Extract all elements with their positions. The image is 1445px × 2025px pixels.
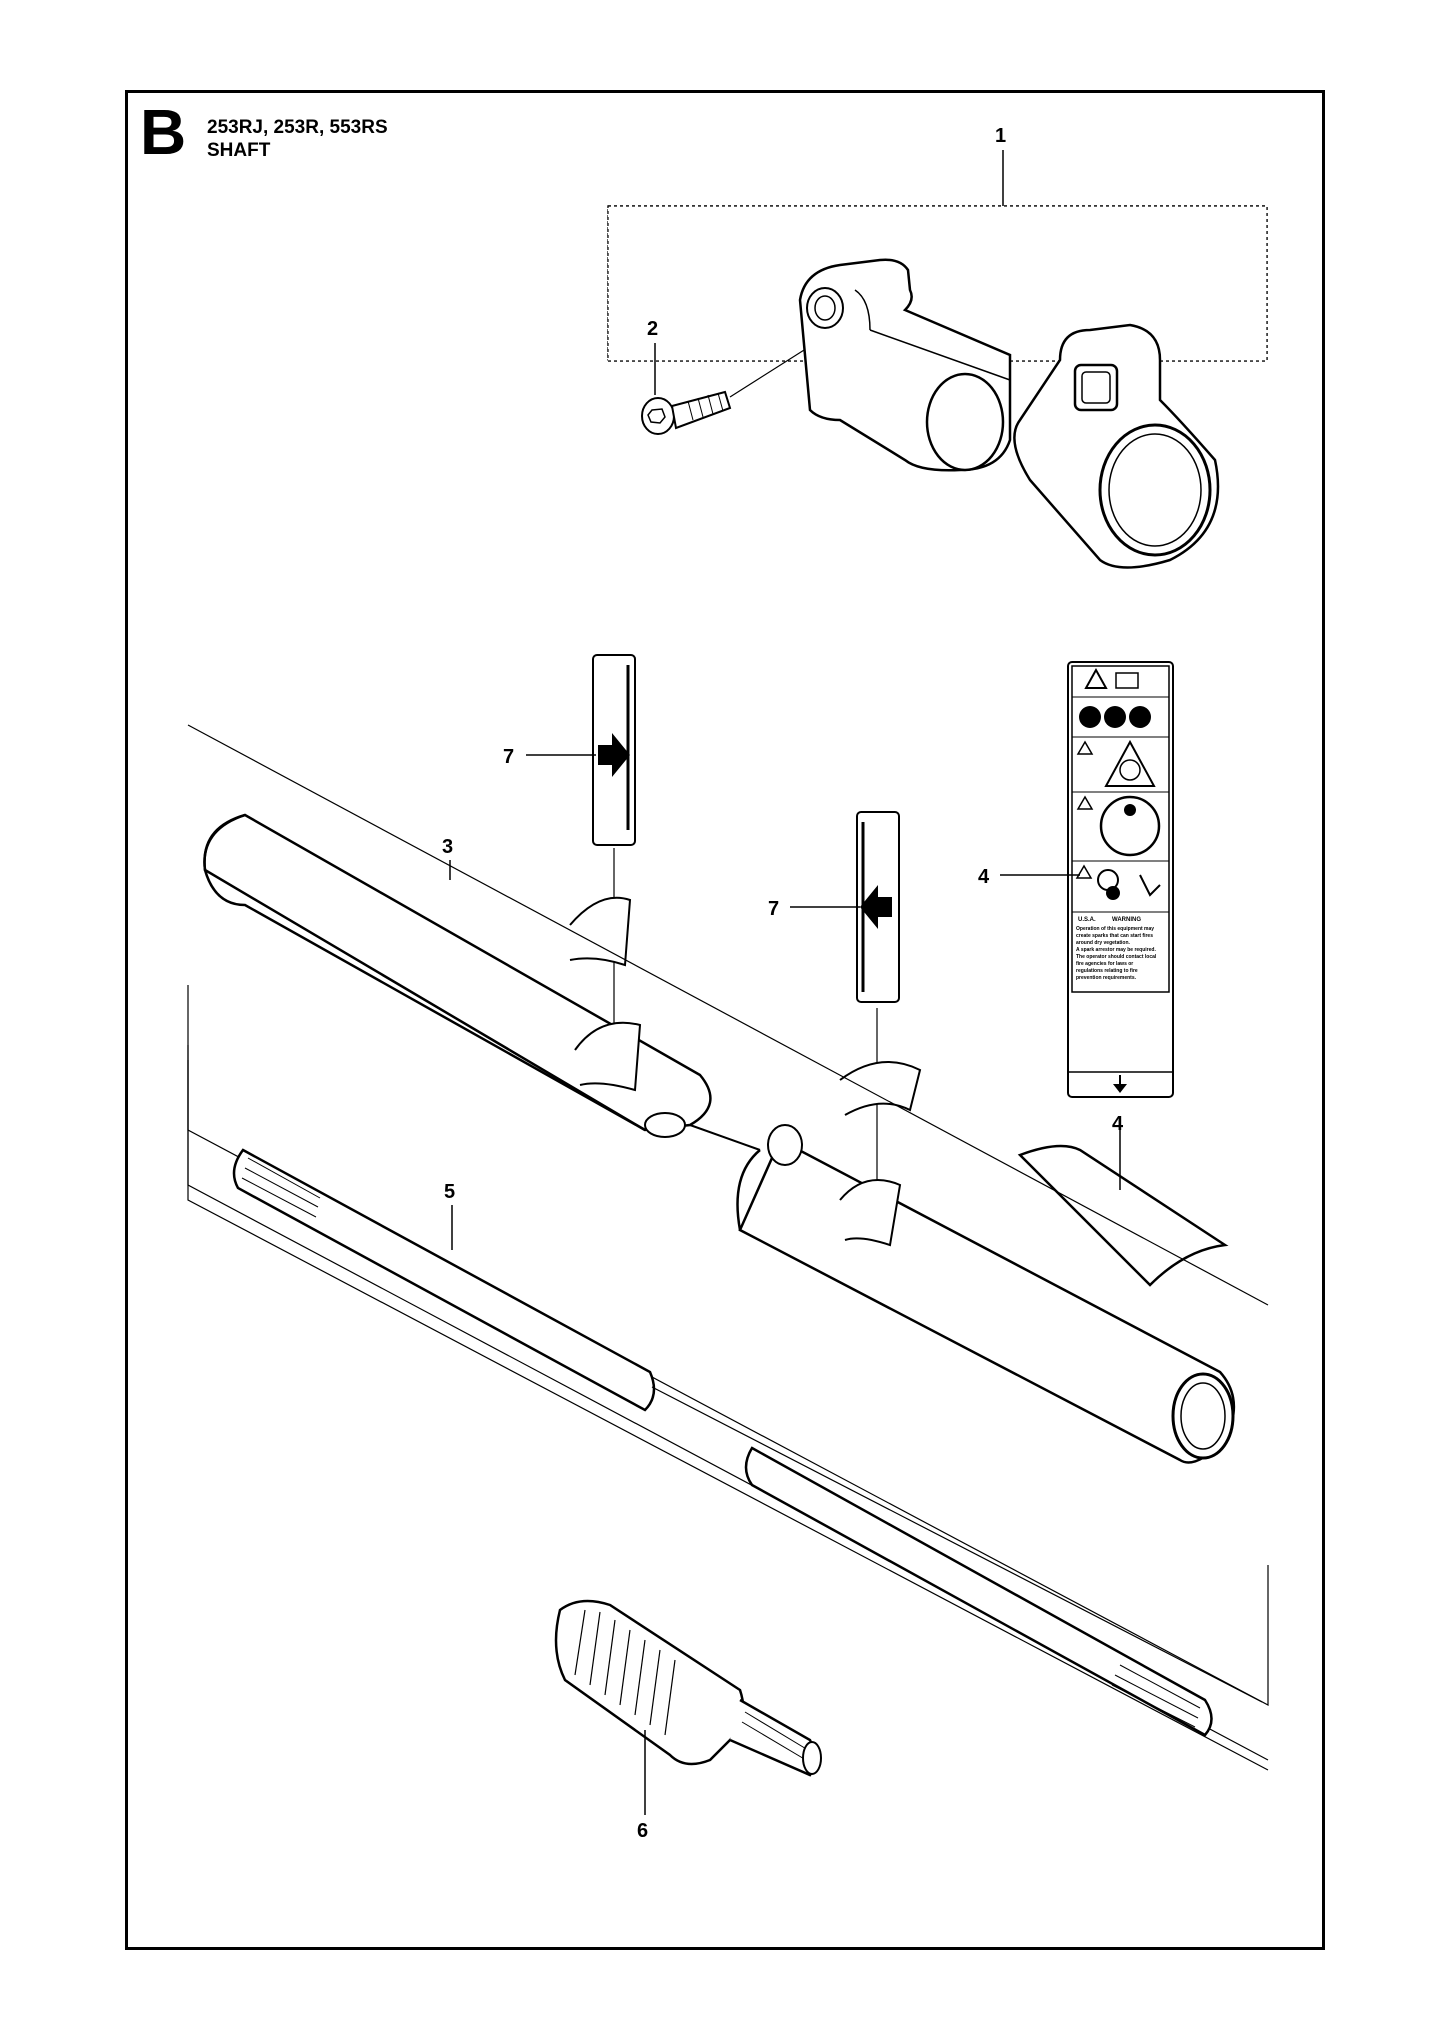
decal-line-5: The operator should contact local <box>1076 954 1157 960</box>
callout-6: 6 <box>637 1820 648 1842</box>
callout-7b: 7 <box>768 898 779 920</box>
decal-line-3: around dry vegetation. <box>1076 940 1131 946</box>
model-list: 253RJ, 253R, 553RS <box>207 117 388 138</box>
decal-arrow-left: 7 <box>768 811 900 1200</box>
screw-part: 2 <box>641 318 813 435</box>
section-title: SHAFT <box>207 140 271 161</box>
decal-line-4: A spark arrestor may be required. <box>1076 947 1156 953</box>
callout-1: 1 <box>995 125 1006 147</box>
decal-line-1: Operation of this equipment may <box>1076 926 1154 932</box>
decal-brand: U.S.A. <box>1078 917 1096 923</box>
assembly-outlines <box>187 724 1269 1771</box>
decal-line-6: fire agencies for laws or <box>1076 961 1133 967</box>
callout-4b: 4 <box>1112 1113 1124 1135</box>
decal-line-7: regulations relating to fire <box>1076 968 1138 974</box>
handle-half-b <box>1013 323 1220 569</box>
page-frame <box>125 90 1325 1950</box>
decal-warning-word: WARNING <box>1112 917 1141 923</box>
callout-5: 5 <box>444 1181 455 1203</box>
decal-wrap: 4 <box>1017 1113 1229 1287</box>
decal-arrow-right: 7 <box>503 654 636 1032</box>
decal-line-2: create sparks that can start fires <box>1076 933 1153 939</box>
warning-decal: U.S.A. WARNING Operation of this equipme… <box>978 661 1174 1098</box>
worm-gear: 6 <box>554 1599 822 1842</box>
decal-line-8: prevention requirements. <box>1076 975 1137 981</box>
handle-kit-border <box>607 205 1268 362</box>
callout-4a: 4 <box>978 866 990 888</box>
handle-half-a <box>798 258 1012 472</box>
callout-3: 3 <box>442 836 453 858</box>
callout-7a: 7 <box>503 746 514 768</box>
section-letter: B <box>140 96 187 168</box>
callout-2: 2 <box>647 318 658 340</box>
drive-shaft: 5 <box>232 1148 1263 1737</box>
shaft-tube: 3 <box>203 813 1236 1464</box>
